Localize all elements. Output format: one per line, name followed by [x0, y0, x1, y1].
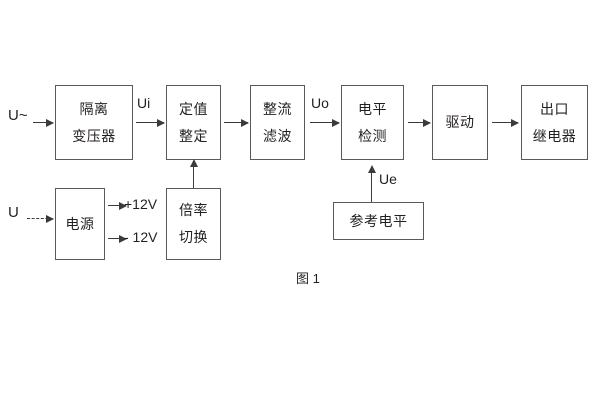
- arrow-rectify-to-level: [310, 118, 340, 127]
- signal-label-ui: Ui: [137, 95, 151, 111]
- block-setting-value: 定值 整定: [166, 85, 221, 160]
- arrow-level-to-drive: [408, 118, 431, 127]
- arrow-power-plus12v: [108, 201, 127, 210]
- input-label-ac: U~: [8, 107, 28, 124]
- signal-label-minus-12v: - 12V: [124, 229, 158, 245]
- arrow-drive-to-output-relay: [492, 118, 519, 127]
- block-output-relay: 出口 继电器: [521, 85, 588, 160]
- block-multiplier-switch-line2: 切换: [179, 229, 208, 245]
- block-reference-level-line1: 参考电平: [349, 212, 408, 229]
- block-rectify-filter: 整流 滤波: [250, 85, 305, 160]
- block-power-supply-line1: 电源: [65, 215, 95, 232]
- block-reference-level: 参考电平: [333, 202, 424, 240]
- block-level-detect: 电平 检测: [341, 85, 404, 160]
- block-level-detect-line2: 检测: [358, 127, 387, 144]
- signal-label-uo: Uo: [311, 95, 329, 111]
- block-rectify-filter-line1: 整流: [263, 100, 292, 117]
- block-drive: 驱动: [432, 85, 488, 160]
- arrow-power-minus12v: [108, 234, 127, 243]
- block-isolation-transformer-line2: 变压器: [72, 127, 116, 144]
- signal-label-plus-12v: +12V: [124, 196, 158, 212]
- arrow-setting-to-rectify: [224, 118, 249, 127]
- arrow-reference-to-level-detect: [367, 165, 376, 202]
- block-drive-line1: 驱动: [445, 114, 475, 131]
- arrow-isolation-to-setting: [136, 118, 165, 127]
- arrow-input-to-isolation: [33, 118, 54, 127]
- block-isolation-transformer: 隔离 变压器: [55, 85, 133, 160]
- block-multiplier-switch: 倍率 切换: [166, 188, 221, 260]
- block-setting-value-line1: 定值: [179, 100, 208, 117]
- block-output-relay-line2: 继电器: [532, 127, 577, 144]
- block-multiplier-switch-line1: 倍率: [179, 202, 208, 219]
- block-level-detect-line1: 电平: [358, 100, 387, 117]
- block-setting-value-line2: 整定: [179, 127, 208, 144]
- arrow-multiplier-to-setting: [189, 159, 198, 188]
- signal-label-ue: Ue: [379, 171, 397, 187]
- block-output-relay-line1: 出口: [540, 100, 569, 117]
- block-power-supply: 电源: [55, 188, 105, 260]
- arrow-input-to-power-supply: [27, 215, 54, 223]
- figure-caption: 图 1: [296, 271, 320, 286]
- input-label-dc: U: [8, 204, 19, 221]
- block-rectify-filter-line2: 滤波: [263, 127, 292, 144]
- block-isolation-transformer-line1: 隔离: [79, 100, 109, 117]
